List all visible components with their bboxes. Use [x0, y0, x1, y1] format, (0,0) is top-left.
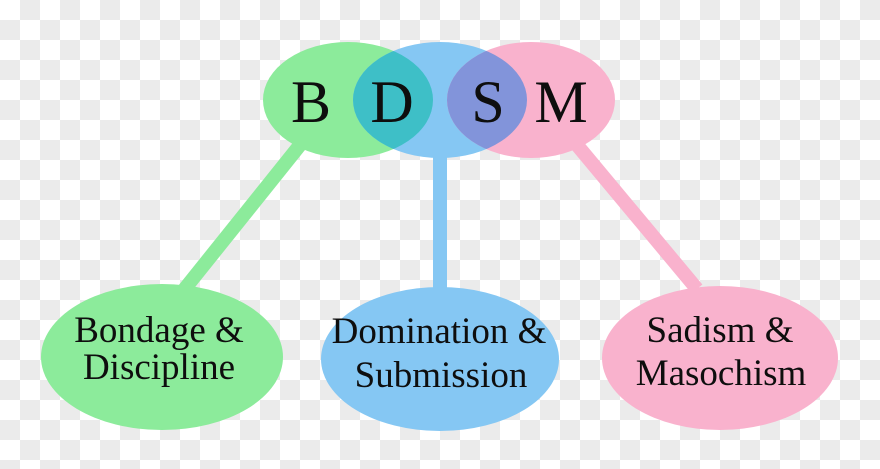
venn-letter-b: B [291, 69, 331, 135]
venn-overlap-blue-pink [447, 42, 527, 158]
venn-letter-d: D [370, 69, 413, 135]
node-domination-submission-ellipse [321, 287, 559, 431]
node-domination-submission-label-line1: Domination & [332, 311, 547, 352]
node-sadism-masochism-ellipse [602, 286, 838, 430]
node-bondage-discipline-ellipse [41, 284, 283, 430]
node-bondage-discipline-label-line2: Discipline [83, 347, 235, 388]
connector-sadism-line [571, 140, 703, 294]
node-sadism-masochism-label-line2: Masochism [636, 353, 807, 394]
venn-letter-m: M [534, 69, 587, 135]
venn-overlap-green-blue [353, 42, 433, 158]
node-sadism-masochism-label-line1: Sadism & [647, 310, 794, 351]
venn-letter-s: S [471, 69, 504, 135]
connector-bondage-line [177, 140, 306, 296]
node-bondage-discipline-label-line1: Bondage & [74, 310, 244, 351]
node-domination-submission-label-line2: Submission [355, 355, 528, 396]
